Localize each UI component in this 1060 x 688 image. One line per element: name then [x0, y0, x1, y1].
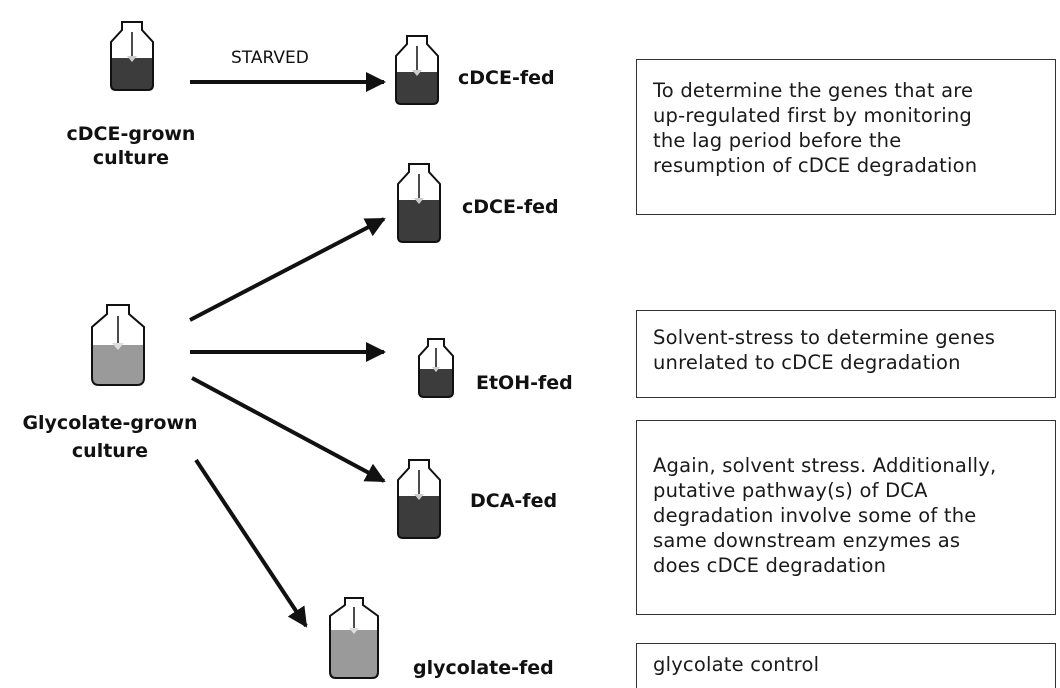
label-line: culture: [71, 440, 149, 462]
note-line: glycolate control: [653, 653, 820, 676]
bottle-liquid: [111, 58, 153, 90]
bottle-liquid: [396, 72, 438, 104]
bottle-glycolate-grown: [91, 304, 145, 386]
arrow-to-cdce-fed: [189, 217, 386, 322]
label-starved: STARVED: [231, 48, 309, 68]
bottle-cdce-fed-2: [397, 163, 441, 243]
note-line: Again, solvent stress. Additionally,: [653, 454, 997, 477]
note-line: same downstream enzymes as: [653, 529, 961, 552]
note-line: unrelated to cDCE degradation: [653, 351, 961, 374]
label-line: culture: [92, 147, 170, 169]
note-line: resumption of cDCE degradation: [653, 154, 978, 177]
bottle-liquid: [398, 200, 440, 242]
label-glycolate-grown: Glycolate-grown culture: [10, 409, 210, 465]
label-cdce-fed-2: cDCE-fed: [462, 196, 559, 218]
note-cdce-lag: To determine the genes that are up-regul…: [636, 59, 1056, 215]
label-line: cDCE-grown: [66, 123, 196, 145]
bottle-liquid: [330, 630, 378, 678]
note-solvent-stress: Solvent-stress to determine genes unrela…: [636, 310, 1056, 398]
note-line: does cDCE degradation: [653, 554, 887, 577]
note-glycolate-control: glycolate control: [636, 643, 1056, 688]
label-glycolate-fed: glycolate-fed: [413, 657, 554, 679]
label-line: Glycolate-grown: [22, 412, 198, 434]
note-dca: Again, solvent stress. Additionally, put…: [636, 420, 1056, 615]
arrow-to-dca-fed: [191, 376, 386, 483]
arrow-to-glycolate-fed: [194, 458, 308, 628]
note-line: To determine the genes that are: [653, 79, 974, 102]
bottle-glycolate-fed: [329, 597, 379, 679]
bottle-cdce-grown: [110, 21, 154, 91]
note-line: Solvent-stress to determine genes: [653, 326, 996, 349]
note-line: up-regulated first by monitoring: [653, 104, 972, 127]
label-etoh-fed: EtOH-fed: [476, 372, 573, 394]
note-line: degradation involve some of the: [653, 504, 977, 527]
bottle-dca-fed: [397, 459, 441, 539]
bottle-etoh-fed: [418, 338, 454, 398]
label-cdce-grown: cDCE-grown culture: [56, 122, 206, 170]
note-line: putative pathway(s) of DCA: [653, 479, 928, 502]
bottle-cdce-fed-1: [395, 35, 439, 105]
label-cdce-fed-1: cDCE-fed: [458, 67, 555, 89]
bottle-liquid: [398, 496, 440, 538]
bottle-liquid: [92, 345, 144, 385]
bottle-liquid: [419, 369, 453, 397]
label-dca-fed: DCA-fed: [470, 490, 558, 512]
note-line: the lag period before the: [653, 129, 902, 152]
